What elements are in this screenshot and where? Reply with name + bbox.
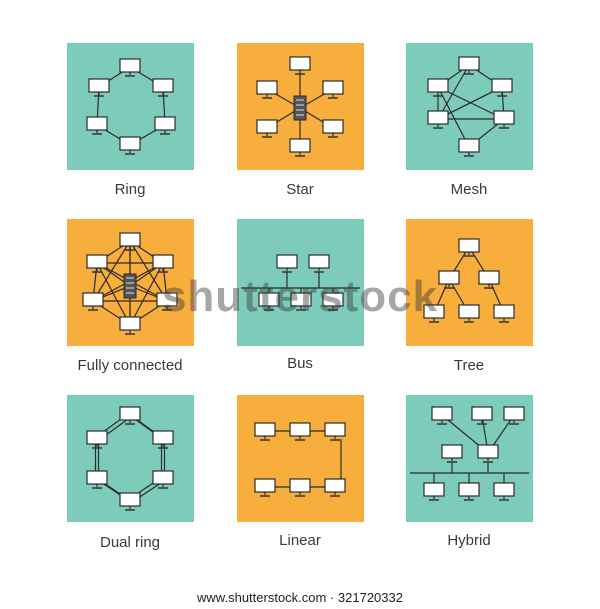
server-icon [293, 95, 307, 121]
dual-ring-topology-tile [67, 395, 194, 522]
linear-topology-tile [237, 395, 364, 522]
computer-icon [119, 58, 141, 77]
tree-label: Tree [453, 357, 485, 374]
computer-icon [322, 119, 344, 138]
computer-icon [289, 56, 311, 75]
computer-icon [119, 492, 141, 511]
linear-label: Linear [279, 532, 321, 549]
computer-icon [86, 470, 108, 489]
computer-icon [322, 80, 344, 99]
computer-icon [427, 110, 449, 129]
computer-icon [289, 478, 311, 497]
computer-icon [119, 406, 141, 425]
computer-icon [491, 78, 513, 97]
computer-icon [503, 406, 525, 425]
bus-label: Bus [287, 355, 313, 372]
computer-icon [258, 292, 280, 311]
computer-icon [152, 254, 174, 273]
computer-icon [423, 482, 445, 501]
computer-icon [256, 119, 278, 138]
star-label: Star [286, 181, 314, 198]
computer-icon [119, 232, 141, 251]
computer-icon [119, 136, 141, 155]
watermark: shutterstock [161, 272, 439, 321]
computer-icon [477, 444, 499, 463]
computer-icon [86, 116, 108, 135]
computer-icon [254, 478, 276, 497]
computer-icon [156, 292, 178, 311]
link-line [437, 86, 503, 120]
computer-icon [86, 430, 108, 449]
computer-icon [427, 78, 449, 97]
hybrid-topology-tile [406, 395, 533, 522]
tile-background [237, 219, 364, 346]
computer-icon [82, 292, 104, 311]
link-line [96, 262, 131, 326]
star-topology-tile [237, 43, 364, 170]
computer-icon [152, 78, 174, 97]
computer-icon [493, 304, 515, 323]
computer-icon [438, 270, 460, 289]
computer-icon [152, 470, 174, 489]
computer-icon [478, 270, 500, 289]
computer-icon [308, 254, 330, 273]
dual-ring-label: Dual ring [99, 534, 161, 551]
computer-icon [431, 406, 453, 425]
ring-topology-tile [67, 43, 194, 170]
computer-icon [493, 110, 515, 129]
fully-connected-topology-tile [67, 219, 194, 346]
computer-icon [423, 304, 445, 323]
computer-icon [86, 254, 108, 273]
computer-icon [289, 422, 311, 441]
computer-icon [458, 56, 480, 75]
tree-topology-tile [406, 219, 533, 346]
link-line [437, 64, 470, 120]
bus-topology-tile [237, 219, 364, 346]
computer-icon [458, 304, 480, 323]
computer-icon [119, 316, 141, 335]
computer-icon [458, 482, 480, 501]
server-icon [123, 273, 137, 299]
tile-background [237, 395, 364, 522]
computer-icon [458, 138, 480, 157]
computer-icon [254, 422, 276, 441]
computer-icon [289, 138, 311, 157]
computer-icon [471, 406, 493, 425]
link-line [437, 86, 470, 148]
computer-icon [441, 444, 463, 463]
ring-label: Ring [114, 181, 146, 198]
computer-icon [290, 292, 312, 311]
computer-icon [256, 80, 278, 99]
computer-icon [322, 292, 344, 311]
hybrid-label: Hybrid [447, 532, 491, 549]
computer-icon [493, 482, 515, 501]
computer-icon [458, 238, 480, 257]
computer-icon [324, 478, 346, 497]
computer-icon [276, 254, 298, 273]
computer-icon [324, 422, 346, 441]
mesh-label: Mesh [450, 181, 488, 198]
footer-credit: www.shutterstock.com · 321720332 [197, 590, 403, 605]
fully-connected-label: Fully connected [77, 357, 183, 374]
link-line [129, 262, 164, 326]
computer-icon [152, 430, 174, 449]
computer-icon [154, 116, 176, 135]
computer-icon [88, 78, 110, 97]
mesh-topology-tile [406, 43, 533, 170]
